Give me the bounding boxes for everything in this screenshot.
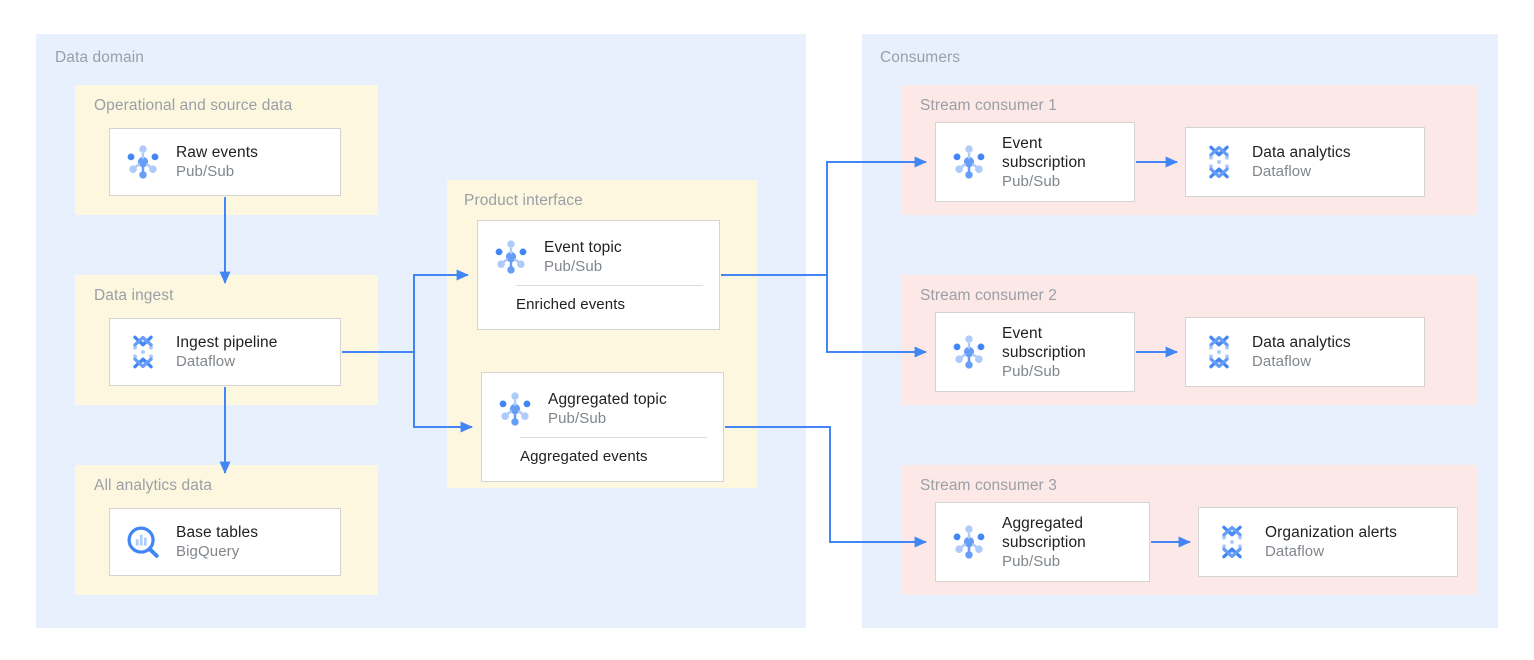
pubsub-icon	[953, 145, 985, 179]
card-ingest-pipeline-subtitle: Dataflow	[176, 353, 236, 370]
card-aggregated-topic-footer: Aggregated events	[520, 448, 648, 465]
card-aggregated-topic[interactable]: Aggregated topic Pub/Sub Aggregated even…	[481, 372, 724, 482]
card-sc1-event-subscription[interactable]: Event subscription Pub/Sub	[935, 122, 1135, 202]
card-sc2-data-analytics-subtitle: Dataflow	[1252, 353, 1312, 370]
stream-consumer-2-label: Stream consumer 2	[920, 287, 1057, 304]
card-event-topic-main: Event topic Pub/Sub	[478, 236, 719, 276]
card-sc3-organization-alerts-text: Organization alerts Dataflow	[1265, 523, 1397, 561]
stream-consumer-3-label: Stream consumer 3	[920, 477, 1057, 494]
card-sc3-organization-alerts-title: Organization alerts	[1265, 524, 1397, 541]
card-sc1-event-subscription-main: Event subscription Pub/Sub	[936, 134, 1134, 191]
card-sc2-data-analytics[interactable]: Data analytics Dataflow	[1185, 317, 1425, 387]
card-raw-events[interactable]: Raw events Pub/Sub	[109, 128, 341, 196]
card-sc3-organization-alerts-main: Organization alerts Dataflow	[1199, 523, 1457, 561]
card-sc2-event-subscription-main: Event subscription Pub/Sub	[936, 324, 1134, 381]
card-raw-events-text: Raw events Pub/Sub	[176, 143, 258, 181]
card-event-topic-text: Event topic Pub/Sub	[544, 238, 622, 276]
card-sc1-data-analytics-text: Data analytics Dataflow	[1252, 143, 1351, 181]
pubsub-icon	[495, 240, 527, 274]
card-sc2-data-analytics-text: Data analytics Dataflow	[1252, 333, 1351, 371]
card-sc1-event-subscription-title: Event subscription	[1002, 134, 1086, 171]
card-base-tables-subtitle: BigQuery	[176, 543, 240, 560]
card-sc1-data-analytics-title: Data analytics	[1252, 144, 1351, 161]
card-sc2-event-subscription-subtitle: Pub/Sub	[1002, 362, 1061, 380]
pubsub-icon	[499, 392, 531, 426]
card-sc3-aggregated-subscription-main: Aggregated subscription Pub/Sub	[936, 514, 1149, 571]
dataflow-icon	[1222, 525, 1242, 559]
dataflow-icon	[133, 335, 153, 369]
card-event-topic-subtitle: Pub/Sub	[544, 258, 603, 275]
card-aggregated-topic-text: Aggregated topic Pub/Sub	[548, 390, 667, 428]
card-raw-events-main: Raw events Pub/Sub	[110, 143, 340, 181]
card-aggregated-topic-subtitle: Pub/Sub	[548, 410, 607, 427]
card-sc3-organization-alerts[interactable]: Organization alerts Dataflow	[1198, 507, 1458, 577]
card-sc2-data-analytics-main: Data analytics Dataflow	[1186, 333, 1424, 371]
card-event-topic-divider	[516, 285, 703, 286]
card-sc1-data-analytics[interactable]: Data analytics Dataflow	[1185, 127, 1425, 197]
all-analytics-data-label: All analytics data	[94, 477, 213, 494]
operational-source-data-label: Operational and source data	[94, 97, 293, 114]
card-sc1-data-analytics-subtitle: Dataflow	[1252, 163, 1312, 180]
dataflow-icon	[1209, 145, 1229, 179]
card-sc3-aggregated-subscription[interactable]: Aggregated subscription Pub/Sub	[935, 502, 1150, 582]
card-base-tables-text: Base tables BigQuery	[176, 523, 258, 561]
card-aggregated-topic-divider	[520, 437, 707, 438]
card-event-topic-title: Event topic	[544, 239, 622, 256]
product-interface-label: Product interface	[464, 192, 583, 209]
card-base-tables[interactable]: Base tables BigQuery	[109, 508, 341, 576]
stream-consumer-1-label: Stream consumer 1	[920, 97, 1057, 114]
card-raw-events-subtitle: Pub/Sub	[176, 163, 235, 180]
card-sc3-aggregated-subscription-title: Aggregated subscription	[1002, 514, 1086, 551]
card-event-topic-footer: Enriched events	[516, 296, 626, 313]
card-event-topic[interactable]: Event topic Pub/Sub Enriched events	[477, 220, 720, 330]
card-sc1-data-analytics-main: Data analytics Dataflow	[1186, 143, 1424, 181]
card-aggregated-topic-title: Aggregated topic	[548, 391, 667, 408]
card-ingest-pipeline-title: Ingest pipeline	[176, 334, 278, 351]
card-raw-events-title: Raw events	[176, 144, 258, 161]
pubsub-icon	[953, 525, 985, 559]
data-domain-label: Data domain	[55, 49, 144, 66]
card-ingest-pipeline-text: Ingest pipeline Dataflow	[176, 333, 277, 371]
card-sc2-data-analytics-title: Data analytics	[1252, 334, 1351, 351]
card-sc3-aggregated-subscription-subtitle: Pub/Sub	[1002, 552, 1061, 570]
consumers-label: Consumers	[880, 49, 961, 66]
card-ingest-pipeline-main: Ingest pipeline Dataflow	[110, 333, 340, 371]
card-sc3-aggregated-subscription-text: Aggregated subscription Pub/Sub	[1002, 514, 1086, 571]
data-ingest-label: Data ingest	[94, 287, 174, 304]
card-ingest-pipeline[interactable]: Ingest pipeline Dataflow	[109, 318, 341, 386]
card-sc2-event-subscription[interactable]: Event subscription Pub/Sub	[935, 312, 1135, 392]
card-sc1-event-subscription-subtitle: Pub/Sub	[1002, 172, 1061, 190]
card-aggregated-topic-main: Aggregated topic Pub/Sub	[482, 388, 723, 428]
bigquery-icon	[127, 526, 159, 558]
card-base-tables-title: Base tables	[176, 524, 259, 541]
dataflow-icon	[1209, 335, 1229, 369]
pubsub-icon	[953, 335, 985, 369]
card-sc3-organization-alerts-subtitle: Dataflow	[1265, 543, 1325, 560]
card-sc2-event-subscription-title: Event subscription	[1002, 324, 1086, 361]
card-sc2-event-subscription-text: Event subscription Pub/Sub	[1002, 324, 1086, 381]
card-sc1-event-subscription-text: Event subscription Pub/Sub	[1002, 134, 1086, 191]
pubsub-icon	[127, 145, 159, 179]
card-base-tables-main: Base tables BigQuery	[110, 523, 340, 561]
